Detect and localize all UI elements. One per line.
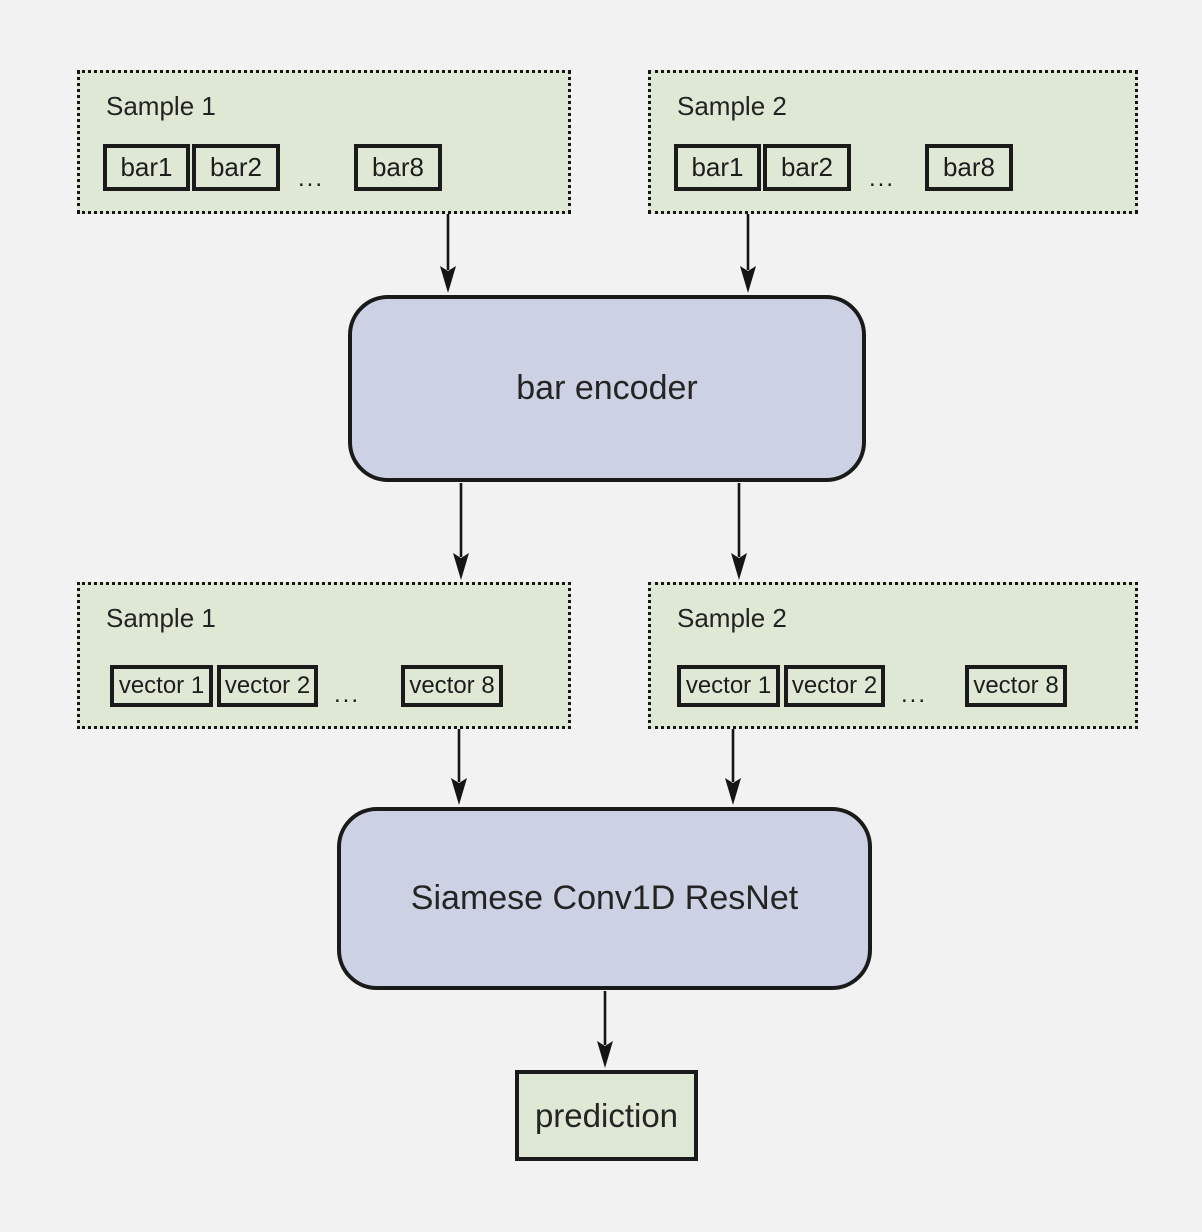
vector-chip: vector 1 [677, 665, 780, 707]
bar-chip: bar1 [674, 144, 761, 191]
sample-label: Sample 2 [677, 91, 787, 121]
vector-chip: vector 8 [401, 665, 503, 707]
bar-chip: bar8 [354, 144, 442, 191]
sample-label: Sample 1 [106, 603, 216, 633]
ellipsis-text: ... [901, 681, 928, 708]
ellipsis-text: ... [334, 681, 361, 708]
arrow-sample2-vectors-to-siamese [725, 729, 741, 805]
arrow-sample2-bars-to-encoder [740, 214, 756, 293]
ellipsis-text: ... [298, 165, 325, 192]
node-sample2-vectors: Sample 2 vector 1 vector 2 ... vector 8 [648, 582, 1138, 729]
arrow-siamese-to-prediction [597, 991, 613, 1068]
vector-chip: vector 2 [784, 665, 885, 707]
node-prediction: prediction [515, 1070, 698, 1161]
arrow-encoder-to-sample1-vectors [453, 483, 469, 580]
node-siamese-resnet: Siamese Conv1D ResNet [337, 807, 872, 990]
sample-label: Sample 1 [106, 91, 216, 121]
bar-chip: bar1 [103, 144, 190, 191]
node-sample1-vectors: Sample 1 vector 1 vector 2 ... vector 8 [77, 582, 571, 729]
node-label: bar encoder [516, 369, 698, 407]
bar-chip: bar2 [192, 144, 280, 191]
bar-chip: bar2 [763, 144, 851, 191]
vector-chip: vector 2 [217, 665, 318, 707]
bar-chip: bar8 [925, 144, 1013, 191]
node-sample1-bars: Sample 1 bar1 bar2 ... bar8 [77, 70, 571, 214]
node-bar-encoder: bar encoder [348, 295, 866, 482]
ellipsis-text: ... [869, 165, 896, 192]
arrow-sample1-vectors-to-siamese [451, 729, 467, 805]
node-label: prediction [534, 1096, 679, 1134]
vector-chip: vector 1 [110, 665, 213, 707]
arrow-sample1-bars-to-encoder [440, 214, 456, 293]
node-sample2-bars: Sample 2 bar1 bar2 ... bar8 [648, 70, 1138, 214]
sample-label: Sample 2 [677, 603, 787, 633]
node-label: Siamese Conv1D ResNet [410, 879, 799, 917]
arrow-encoder-to-sample2-vectors [731, 483, 747, 580]
vector-chip: vector 8 [965, 665, 1067, 707]
